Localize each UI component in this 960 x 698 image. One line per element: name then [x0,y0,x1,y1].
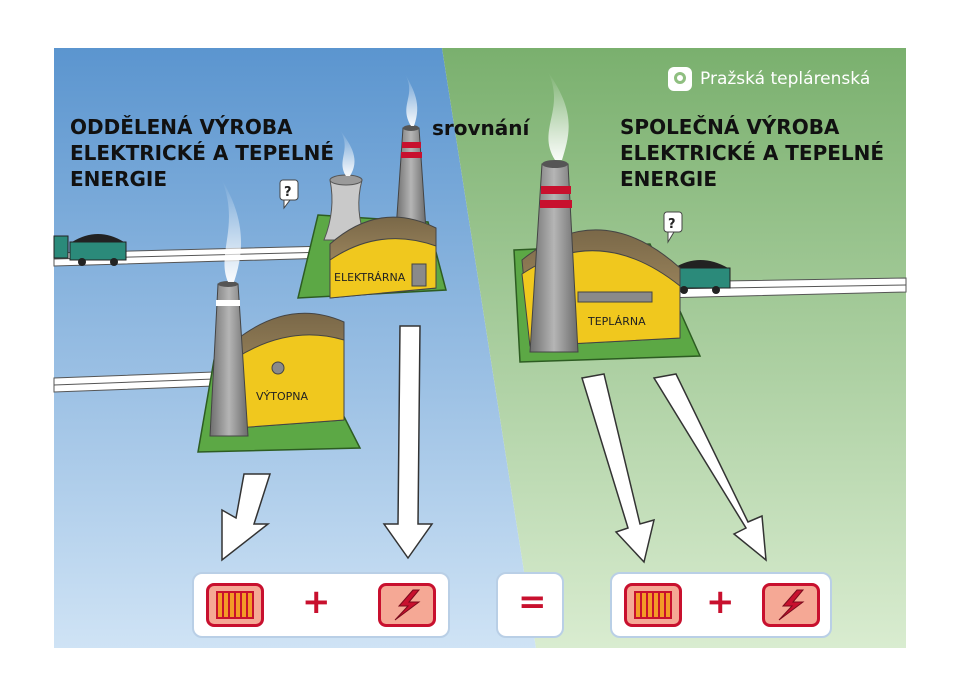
smoke-chp-plant [548,72,569,160]
equals-box: = [496,572,564,638]
chp-plant-chimney [529,160,579,353]
plus-sign: + [302,582,331,622]
combined-production-heading: SPOLEČNÁ VÝROBA ELEKTRICKÉ A TEPELNÉ ENE… [620,115,885,191]
separate-production-heading: ODDĚLENÁ VÝROBA ELEKTRICKÉ A TEPELNÉ ENE… [70,115,335,191]
plus-sign: + [706,582,735,622]
svg-text:?: ? [284,185,292,200]
power-plant-label: ELEKTRÁRNA [334,271,406,284]
lightning-icon [378,583,436,627]
separate-output-box: + [192,572,450,638]
heating-plant-building [235,312,345,429]
heating-plant-chimney [209,281,249,437]
power-plant-building [329,216,437,299]
power-output-arrow-right [652,373,767,562]
comparison-label: srovnání [432,116,530,140]
radiator-icon [206,583,264,627]
smoke-heating-plant [222,180,242,282]
chp-plant-label: TEPLÁRNA [587,315,646,328]
coal-train-left [53,234,127,266]
smoke-power-plant [404,72,418,126]
brand: Pražská teplárenská [668,64,870,94]
lightning-icon [762,583,820,627]
radiator-icon [624,583,682,627]
question-bubble-left: ? [279,179,299,210]
equals-sign: = [518,582,547,622]
coal-train-right [671,260,731,294]
power-plant-chimney [395,125,427,231]
heat-output-arrow-right [581,373,656,564]
brand-name: Pražská teplárenská [700,69,871,89]
smoke-cooling-tower [340,130,355,176]
combined-output-box: + [610,572,832,638]
heating-plant-label: VÝTOPNA [256,390,308,403]
brand-logo-icon [668,67,692,91]
svg-text:?: ? [668,217,676,232]
power-output-arrow-left [382,325,434,560]
question-bubble-right: ? [663,211,683,244]
heat-output-arrow-left [221,473,272,562]
